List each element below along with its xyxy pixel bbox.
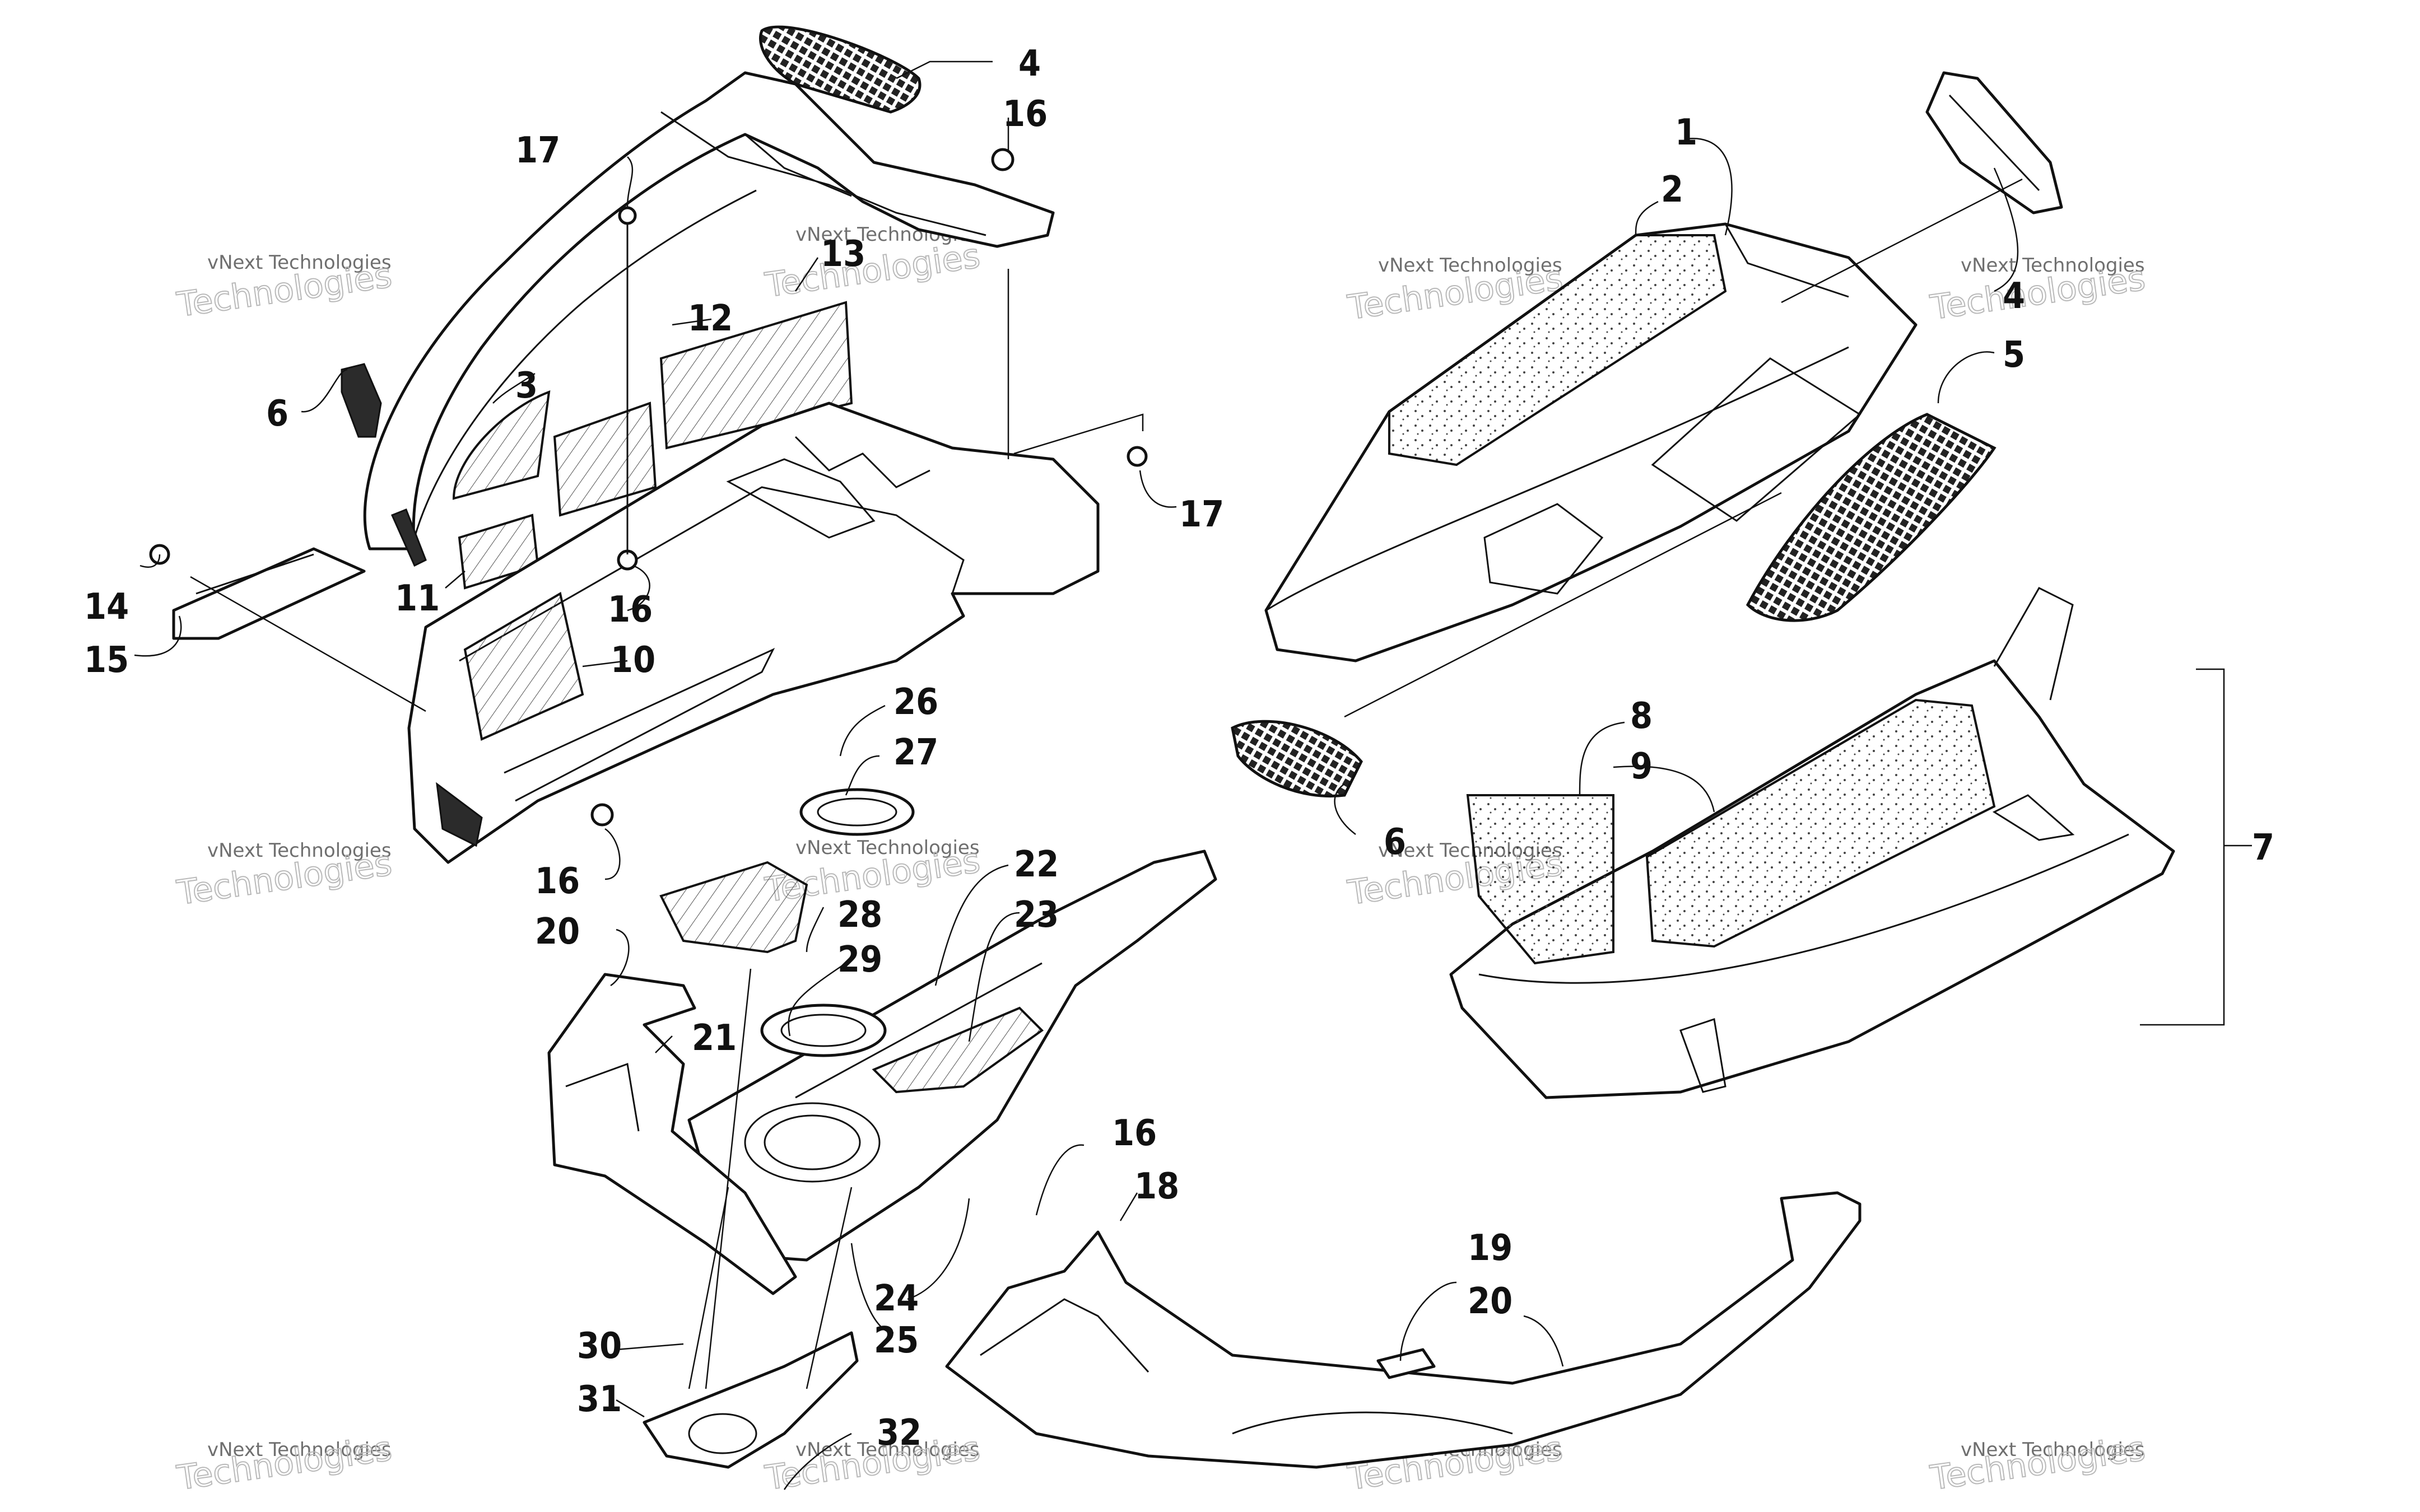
callout-label: 22 bbox=[1014, 844, 1059, 885]
svg-text:vNext Technologies: vNext Technologies bbox=[207, 839, 392, 862]
callout-label: 10 bbox=[611, 640, 655, 681]
leader-lines bbox=[134, 60, 2252, 1490]
ring-31 bbox=[643, 1331, 859, 1469]
grille-right bbox=[1231, 720, 1363, 797]
heat-shield-28 bbox=[659, 861, 808, 954]
callout-label: 1 bbox=[1675, 112, 1697, 153]
callout-label: 6 bbox=[266, 393, 288, 435]
callout-label: 20 bbox=[535, 911, 580, 953]
mesh-grille-5 bbox=[1746, 413, 1997, 622]
callout-label: 12 bbox=[688, 298, 733, 339]
svg-text:Technologies: Technologies bbox=[762, 236, 982, 305]
callout-label: 5 bbox=[2003, 334, 2025, 376]
callout-label: 16 bbox=[1003, 94, 1048, 135]
callout-label: 31 bbox=[577, 1379, 622, 1420]
callout-label: 28 bbox=[837, 894, 882, 936]
callout-label: 26 bbox=[893, 682, 938, 723]
callout-label: 16 bbox=[535, 861, 580, 902]
callout-label: 24 bbox=[874, 1278, 919, 1319]
callout-label: 11 bbox=[395, 578, 440, 619]
side-panel-left bbox=[547, 973, 797, 1295]
belly-pan bbox=[687, 850, 1217, 1262]
svg-text:vNext Technologies: vNext Technologies bbox=[207, 1439, 392, 1461]
svg-text:vNext Technologies: vNext Technologies bbox=[1961, 254, 2145, 277]
foam-pad-9 bbox=[1645, 698, 1996, 948]
callout-label: 7 bbox=[2252, 827, 2274, 869]
fasteners-top bbox=[149, 148, 1148, 827]
hood-right-upper bbox=[1264, 222, 1918, 662]
hood-lower-shell bbox=[407, 402, 1100, 864]
gasket-27 bbox=[799, 788, 915, 836]
callout-label: 16 bbox=[608, 589, 653, 631]
decal-3 bbox=[452, 390, 551, 500]
callout-label: 15 bbox=[84, 640, 129, 681]
svg-text:vNext Technologies: vNext Technologies bbox=[1378, 254, 1562, 277]
callout-label: 9 bbox=[1630, 746, 1653, 787]
windshield-decal-10 bbox=[463, 591, 584, 741]
callout-label: 17 bbox=[1179, 494, 1224, 535]
gasket-29 bbox=[760, 1004, 887, 1057]
callout-label: 8 bbox=[1630, 696, 1653, 737]
hood-upper-shell bbox=[363, 71, 1055, 567]
callout-label: 16 bbox=[1112, 1113, 1157, 1154]
callout-label: 32 bbox=[877, 1412, 922, 1454]
callout-label: 30 bbox=[577, 1326, 622, 1367]
callout-label: 27 bbox=[893, 732, 938, 773]
grille-left bbox=[341, 363, 382, 438]
callout-label: 4 bbox=[1018, 43, 1041, 85]
callout-labels: 1 2 3 4 4 5 6 6 7 8 9 10 11 12 13 14 15 … bbox=[84, 43, 2274, 1454]
svg-text:vNext Technologies: vNext Technologies bbox=[1961, 1439, 2145, 1461]
foam-pad-8 bbox=[1466, 794, 1614, 965]
hood-vent-top bbox=[759, 25, 922, 114]
callout-label: 25 bbox=[874, 1320, 919, 1361]
svg-text:vNext Technologies: vNext Technologies bbox=[795, 837, 980, 859]
callout-label: 18 bbox=[1134, 1166, 1179, 1207]
callout-label: 17 bbox=[515, 130, 560, 171]
callout-label: 14 bbox=[84, 586, 129, 628]
callout-label: 13 bbox=[821, 234, 865, 275]
callout-label: 20 bbox=[1468, 1281, 1513, 1322]
callout-label: 29 bbox=[837, 939, 882, 981]
callout-label: 23 bbox=[1014, 894, 1059, 936]
callout-label: 2 bbox=[1661, 169, 1683, 211]
callout-label: 21 bbox=[692, 1018, 737, 1059]
decal-12 bbox=[553, 402, 657, 517]
callout-label: 6 bbox=[1384, 822, 1406, 863]
callout-label: 19 bbox=[1468, 1228, 1513, 1269]
belly-pan-right bbox=[945, 1191, 1861, 1469]
hinge-bracket bbox=[172, 547, 366, 640]
callout-label: 3 bbox=[515, 365, 538, 407]
svg-text:vNext Technologies: vNext Technologies bbox=[207, 251, 392, 274]
belly-decal-23 bbox=[872, 1006, 1044, 1094]
svg-text:vNext Technologies: vNext Technologies bbox=[795, 1439, 980, 1461]
callout-label: 4 bbox=[2003, 276, 2025, 317]
hood-right-lower bbox=[1449, 587, 2175, 1099]
